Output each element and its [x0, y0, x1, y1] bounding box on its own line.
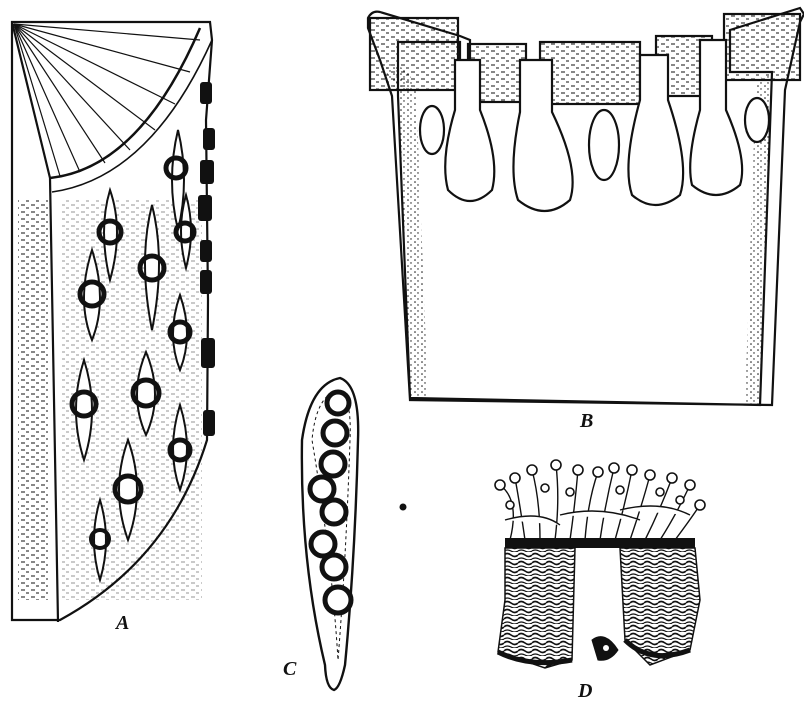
panel-c-ascus [302, 378, 358, 690]
cavity-spore [592, 637, 618, 661]
perithecium-small-1 [420, 106, 444, 154]
perithecium-small-3 [745, 98, 769, 142]
stray-dot [400, 504, 407, 511]
perithecium-small-2 [589, 110, 619, 180]
panel-label-d: D [578, 680, 592, 703]
conidiophore-tuft [495, 460, 705, 540]
panel-a-stem-wedge [12, 22, 215, 622]
stroma-base-band [505, 538, 695, 548]
stroma-wall-left [498, 548, 575, 668]
panel-label-b: B [580, 410, 593, 433]
panel-b-stroma-section [368, 8, 804, 405]
panel-label-c: C [283, 658, 296, 681]
panel-label-a: A [116, 612, 129, 635]
panel-d-conidial-stroma [495, 460, 705, 668]
stroma-crust-blocks [370, 14, 800, 104]
conidia [495, 460, 705, 510]
